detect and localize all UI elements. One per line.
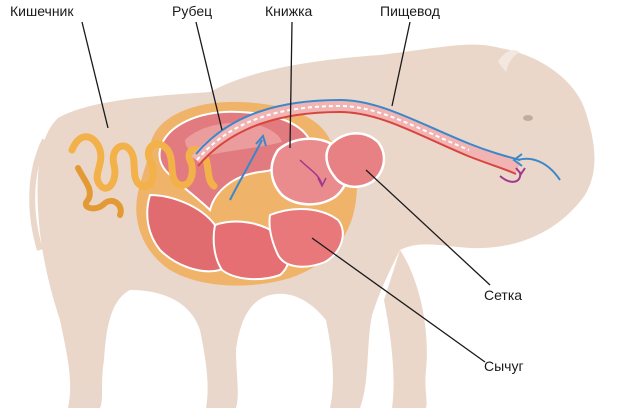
- label-knizhka: Книжка: [265, 3, 313, 19]
- label-pointer-lines: [81, 21, 491, 363]
- intestine: [68, 133, 218, 218]
- pointer-sychug: [311, 237, 486, 363]
- label-sychug: Сычуг: [484, 358, 524, 374]
- label-pishchevod: Пищевод: [380, 3, 440, 19]
- bison-tail: [29, 138, 48, 251]
- abomasum-folds: [146, 193, 344, 281]
- bison-eye: [523, 115, 533, 121]
- label-kishechnik: Кишечник: [10, 3, 74, 19]
- food-flow-arrows: [229, 133, 561, 201]
- label-rubets: Рубец: [172, 3, 213, 19]
- pointer-pishchevod: [391, 21, 411, 107]
- label-setka: Сетка: [484, 287, 523, 303]
- bison-horn: [498, 50, 520, 72]
- pointer-knizhka: [289, 21, 293, 149]
- pointer-rubets: [195, 21, 223, 131]
- esophagus: [191, 98, 521, 175]
- omasum-inner-arrows: [299, 159, 327, 188]
- bison-leg-front: [384, 250, 427, 408]
- pointer-setka: [365, 169, 491, 286]
- cud-flow-arrows: [499, 167, 526, 183]
- pointer-kishechnik: [81, 21, 109, 129]
